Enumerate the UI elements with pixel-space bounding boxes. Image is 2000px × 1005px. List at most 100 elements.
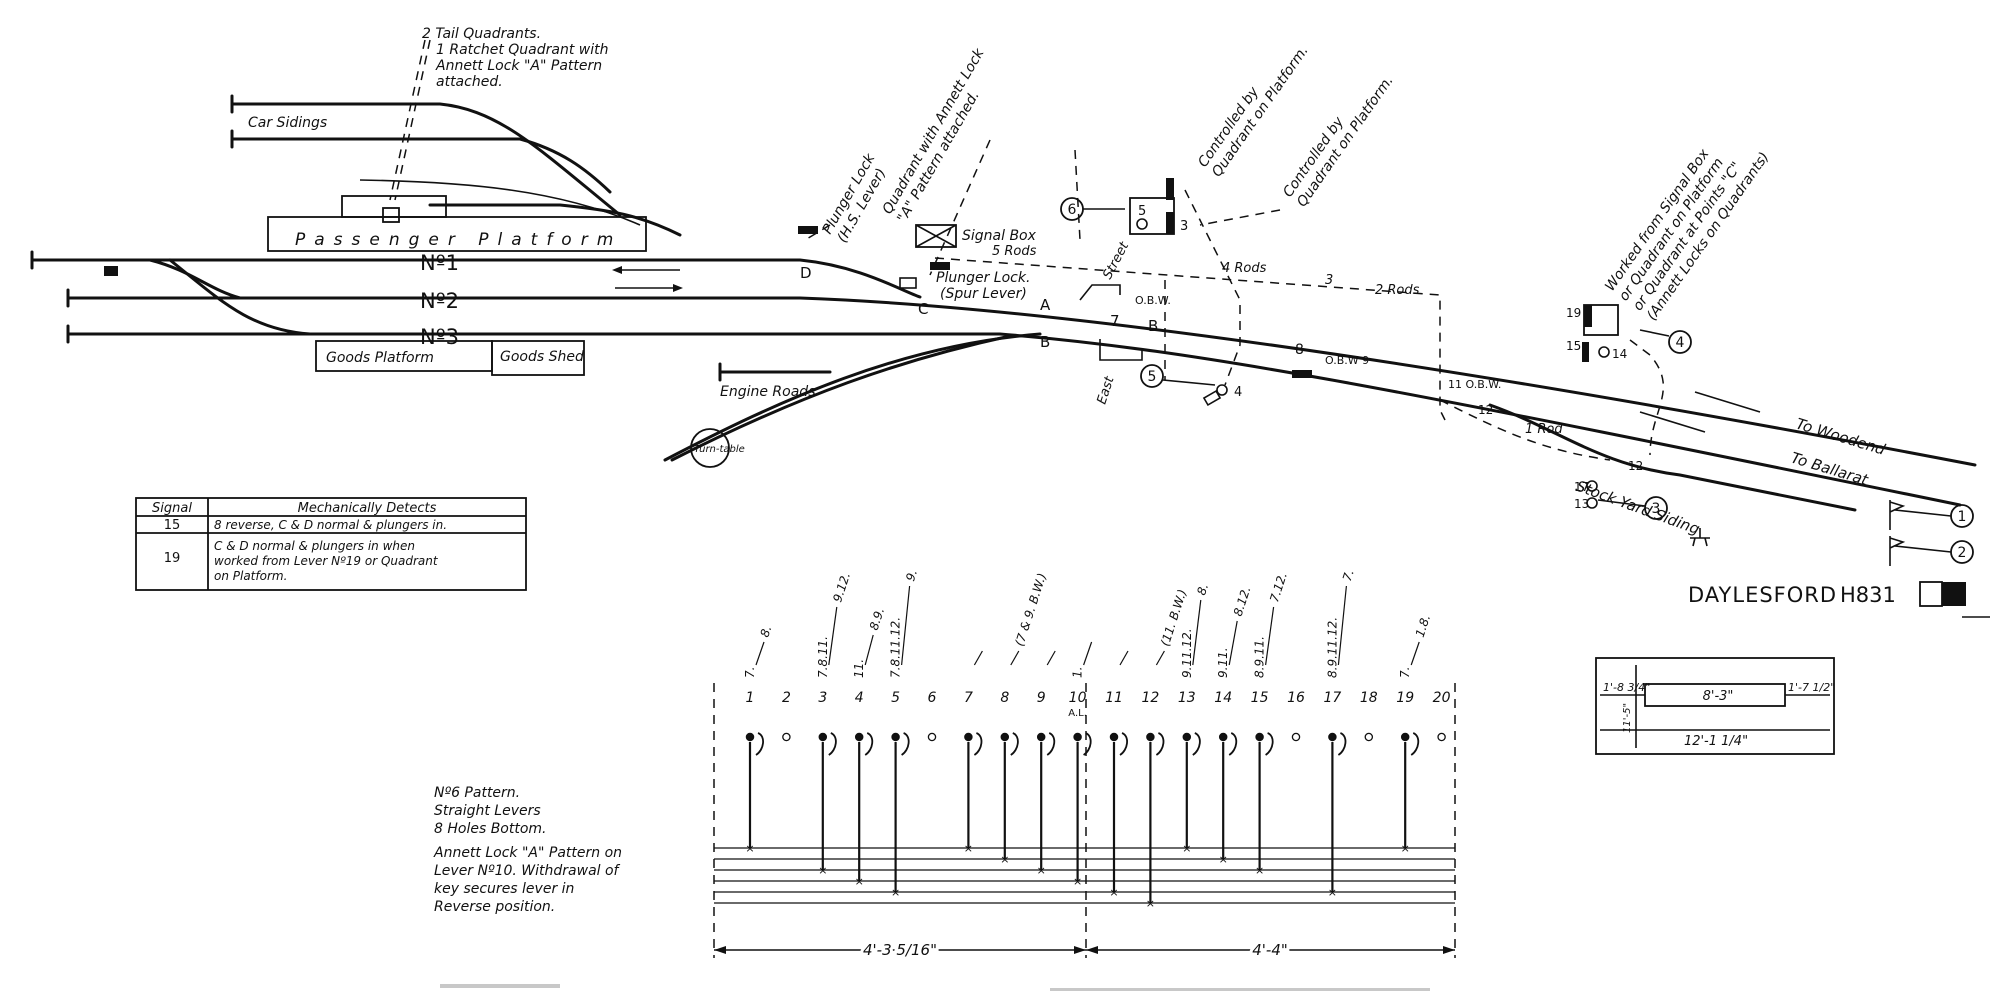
svg-text:Annett Lock "A" Pattern: Annett Lock "A" Pattern [435, 58, 602, 74]
lever-number: 14 [1214, 690, 1232, 706]
signal-2: 2 [1889, 536, 1974, 566]
lock-mark: × [1328, 886, 1337, 899]
box-plan-left-dim: 1'-8 3/4" [1603, 681, 1650, 694]
lever-head [1364, 732, 1374, 742]
lever-sub-label: A.L. [1068, 708, 1087, 719]
lever-catch [1337, 732, 1347, 756]
lock-mark: × [964, 842, 973, 855]
lever-releases: 8.9. [867, 606, 887, 632]
lever-number: 3 [818, 690, 827, 706]
crossover-2-3 [168, 258, 312, 336]
lever-17: 17 8.9.11.12. 7. × [1323, 568, 1356, 899]
signal-1: 1 [1889, 500, 1974, 530]
lever-locks: 9.11.12. [1180, 628, 1194, 678]
plunger-lock-hs [798, 226, 818, 234]
point-labels: D C A B B 7 8 O.B.W. O.B.W 9 11 O.B.W. 1… [800, 264, 1643, 473]
point-b-main: B [1040, 333, 1050, 351]
lever-16: 16 [1287, 690, 1305, 742]
note-controlled-1: Controlled by Quadrant on Platform. [1195, 43, 1312, 180]
lever-catch [1410, 732, 1420, 756]
labels: Car Sidings Passenger Platform Nº1 Nº2 N… [248, 115, 1888, 538]
quadrant-right: 19 15 14 [1566, 304, 1627, 362]
lever-head [891, 732, 900, 742]
lock-mark: × [1401, 842, 1410, 855]
lever-number: 11 [1105, 690, 1123, 706]
lever-catch [1155, 732, 1165, 756]
lever-releases: 1.8. [1413, 613, 1433, 639]
signal-posts: 6 5 4 3 1 2 [1060, 197, 1974, 566]
signal-box-icon [915, 224, 957, 248]
svg-text:(Spur Lever): (Spur Lever) [940, 286, 1027, 302]
frame-note: Nº6 Pattern. [434, 785, 520, 801]
quadrant-upper: 5 3 [1129, 178, 1188, 235]
lever-head [1146, 732, 1155, 742]
lock-mark: × [1219, 853, 1228, 866]
frame-dim-right: 4'-4" [1252, 941, 1288, 959]
lever-locks: 7.8.11. [816, 636, 830, 678]
lever-number: 12 [1141, 690, 1159, 706]
signal-box: Signal Box 5 Rods [915, 224, 1037, 259]
obw-b: O.B.W. [1135, 294, 1171, 307]
lever-13: 139.11.12.8.× [1178, 582, 1211, 855]
lever-number: 1 [746, 690, 755, 706]
lever-releases: 7. [1340, 568, 1357, 583]
lever-number: 16 [1287, 690, 1305, 706]
lever-stem [864, 634, 874, 666]
detects-row-text: 8 reverse, C & D normal & plungers in. [214, 518, 447, 532]
detects-row-text: worked from Lever Nº19 or Quadrant [214, 554, 439, 568]
rod-run-quadrant [1184, 189, 1241, 386]
point-7: 7 [1110, 312, 1120, 330]
lever-head [1291, 732, 1301, 742]
box-plan-depth-dim: 11'-5" [1622, 703, 1633, 733]
rod-run-main [934, 257, 1446, 421]
lever-head [854, 732, 864, 742]
lever-head [1328, 732, 1337, 742]
lever-number: 19 [1396, 690, 1414, 706]
svg-text:Plunger Lock.: Plunger Lock. [936, 270, 1030, 286]
engine-roads-label: Engine Roads [720, 384, 815, 400]
east-label: East [1095, 374, 1118, 406]
lever-stem [901, 585, 911, 666]
disc-17-13: 17 13 [1574, 480, 1598, 511]
lever-stem [1265, 606, 1275, 666]
lever-locks: 7. [743, 667, 757, 678]
leaders [389, 39, 1281, 380]
platform-siding [428, 203, 682, 237]
svg-text:14: 14 [1612, 347, 1627, 361]
svg-text:Quadrant with Annett Lock: Quadrant with Annett Lock [880, 45, 988, 217]
crossover-1-2 [148, 258, 242, 300]
detects-table: Signal Mechanically Detects 15 8 reverse… [135, 497, 527, 591]
note-quadrant-annett: Quadrant with Annett Lock "A" Pattern at… [880, 45, 988, 225]
lever-4: 411.8.9.× [852, 606, 887, 888]
lever-number: 17 [1323, 690, 1341, 706]
detects-row-text: on Platform. [214, 569, 287, 583]
lever-head [818, 732, 828, 742]
lock-mark: × [1182, 842, 1191, 855]
station-title: DAYLESFORD [1688, 583, 1837, 607]
note-tail-quadrants: 2 Tail Quadrants. 1 Ratchet Quadrant wit… [422, 26, 608, 90]
lever-catch [1046, 732, 1056, 756]
lever-catch [901, 732, 910, 756]
lever-releases: 9. [903, 568, 920, 583]
lever-locks: 7. [1398, 667, 1412, 678]
detects-header-detects: Mechanically Detects [298, 501, 437, 516]
back-siding [359, 179, 641, 226]
lever-stem [755, 641, 765, 666]
point-8: 8 [1295, 342, 1304, 358]
lever-number: 5 [891, 690, 900, 706]
lever-stem [1337, 585, 1347, 666]
lever-head [1109, 732, 1119, 742]
obw-11: 11 O.B.W. [1448, 378, 1501, 391]
lever-locks: 11. [852, 659, 866, 678]
signal-box-rods: 5 Rods [992, 244, 1037, 259]
car-sidings-label: Car Sidings [248, 115, 327, 131]
lever-locks: 8.9.11.12. [1325, 617, 1339, 678]
signal-6: 6 [1060, 197, 1125, 221]
box-plan-overall-dim: 12'-1 1/4" [1684, 734, 1748, 749]
arrow-ballarat [1639, 411, 1706, 433]
svg-text:2: 2 [1958, 545, 1967, 561]
lever-head [1400, 732, 1410, 742]
title-block: DAYLESFORD H831 [1688, 581, 1990, 618]
rods-4: 4 Rods [1222, 261, 1267, 276]
